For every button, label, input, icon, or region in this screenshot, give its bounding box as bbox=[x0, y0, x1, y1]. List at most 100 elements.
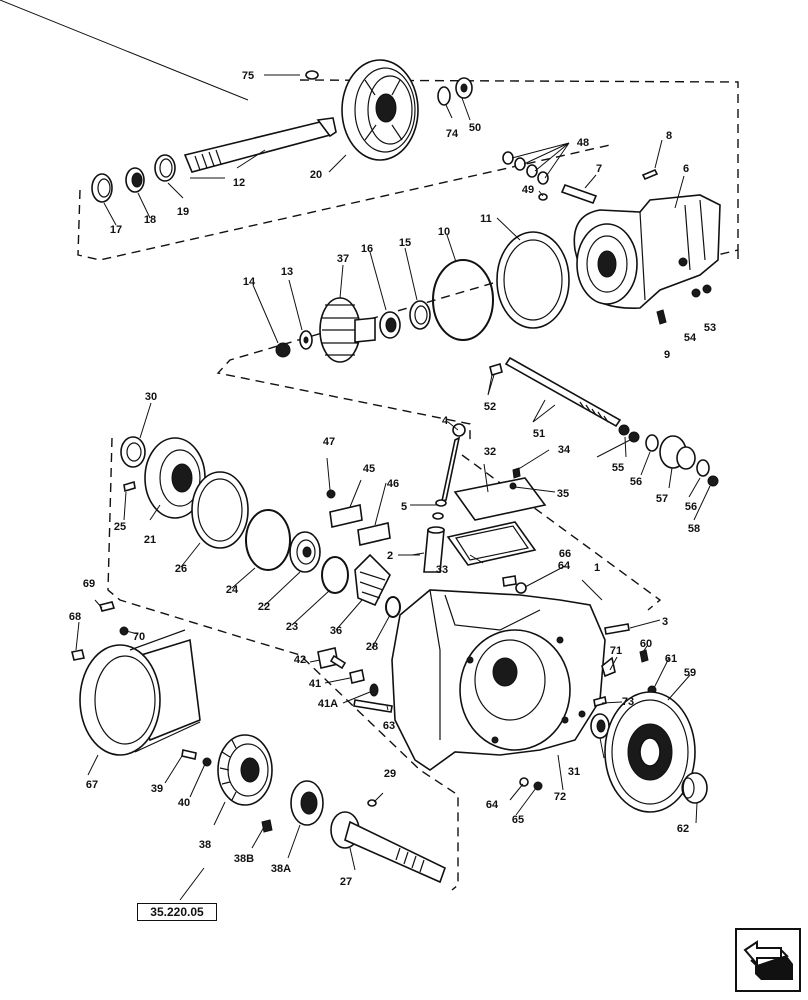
part-label-18: 18 bbox=[144, 214, 156, 226]
part-56-washer bbox=[645, 434, 659, 452]
part-64-washer-b bbox=[519, 777, 529, 787]
part-label-55: 55 bbox=[612, 462, 624, 474]
part-label-16: 16 bbox=[361, 243, 373, 255]
part-24-o-ring bbox=[245, 509, 291, 571]
part-63-bolt bbox=[353, 699, 393, 713]
part-60-bolt bbox=[639, 649, 649, 663]
part-label-74: 74 bbox=[446, 128, 459, 140]
part-5-o-ring-a bbox=[435, 499, 447, 507]
part-39-bolt bbox=[181, 749, 197, 760]
part-1-transmission-case bbox=[391, 589, 606, 771]
part-9-bolt bbox=[656, 309, 667, 325]
part-label-38b: 38B bbox=[234, 853, 254, 865]
part-38-gear bbox=[217, 734, 273, 806]
part-label-2: 2 bbox=[387, 550, 393, 562]
part-label-49: 49 bbox=[522, 184, 534, 196]
part-41a-o-ring bbox=[369, 683, 379, 697]
part-label-62: 62 bbox=[677, 823, 689, 835]
part-label-72: 72 bbox=[554, 791, 566, 803]
part-label-57: 57 bbox=[656, 493, 668, 505]
part-64-washer bbox=[515, 582, 527, 594]
part-41-fitting bbox=[349, 669, 365, 684]
part-8-bolt bbox=[641, 168, 659, 181]
part-47-bolt bbox=[326, 489, 336, 499]
part-66-bolt bbox=[502, 575, 517, 587]
part-55-nut-a bbox=[618, 424, 630, 436]
part-label-29: 29 bbox=[384, 768, 396, 780]
part-68-bolt bbox=[71, 649, 85, 661]
part-label-66: 66 bbox=[559, 548, 571, 560]
part-4-dipstick bbox=[440, 423, 466, 503]
part-label-68: 68 bbox=[69, 611, 81, 623]
part-27-shaft bbox=[330, 811, 446, 884]
part-label-23: 23 bbox=[286, 621, 298, 633]
part-59-clutch-disc bbox=[604, 691, 696, 813]
upper-group-boundary bbox=[77, 79, 739, 440]
part-label-14: 14 bbox=[243, 276, 256, 288]
part-38b-bolt bbox=[261, 819, 273, 833]
part-58-nut bbox=[707, 475, 719, 487]
part-label-65: 65 bbox=[512, 814, 524, 826]
part-53-nut bbox=[702, 284, 712, 294]
part-label-50: 50 bbox=[469, 122, 481, 134]
part-label-42: 42 bbox=[294, 654, 306, 666]
arrow-left-icon bbox=[743, 940, 793, 980]
part-label-38a: 38A bbox=[271, 863, 291, 875]
part-label-1: 1 bbox=[594, 562, 600, 574]
part-label-13: 13 bbox=[281, 266, 293, 278]
part-label-61: 61 bbox=[665, 653, 677, 665]
part-75-key bbox=[305, 70, 319, 80]
part-label-67: 67 bbox=[86, 779, 98, 791]
part-42-fitting bbox=[317, 647, 347, 670]
part-number-labels: 1234567891011121314151617181920212223242… bbox=[69, 70, 716, 888]
part-label-34: 34 bbox=[558, 444, 571, 456]
part-label-38: 38 bbox=[199, 839, 211, 851]
part-label-21: 21 bbox=[144, 534, 156, 546]
part-label-3: 3 bbox=[662, 616, 668, 628]
part-label-75: 75 bbox=[242, 70, 254, 82]
part-label-33: 33 bbox=[436, 564, 448, 576]
part-69-bolt bbox=[98, 601, 116, 612]
part-label-9: 9 bbox=[664, 349, 670, 361]
part-11-gasket bbox=[496, 231, 570, 329]
part-12-shaft bbox=[183, 117, 337, 173]
part-3-pin bbox=[604, 623, 630, 635]
part-label-46: 46 bbox=[387, 478, 399, 490]
reference-link[interactable]: 35.220.05 bbox=[137, 903, 217, 921]
part-7-pin bbox=[560, 183, 598, 205]
part-18-bearing bbox=[125, 167, 145, 193]
previous-page-button[interactable] bbox=[735, 928, 801, 992]
part-label-54: 54 bbox=[684, 332, 697, 344]
part-label-20: 20 bbox=[310, 169, 322, 181]
part-label-8: 8 bbox=[666, 130, 672, 142]
part-label-64b: 64 bbox=[486, 799, 499, 811]
part-label-32: 32 bbox=[484, 446, 496, 458]
part-5-o-ring-b bbox=[432, 512, 444, 520]
part-74-washer bbox=[437, 86, 451, 106]
part-33-gasket bbox=[446, 521, 537, 566]
part-36-bevel-gear bbox=[354, 553, 391, 607]
part-label-58: 58 bbox=[688, 523, 700, 535]
part-label-28: 28 bbox=[366, 641, 378, 653]
part-label-70: 70 bbox=[133, 631, 145, 643]
part-label-4: 4 bbox=[442, 415, 449, 427]
part-label-19: 19 bbox=[177, 206, 189, 218]
part-label-41: 41 bbox=[309, 678, 321, 690]
part-6-housing bbox=[573, 194, 721, 309]
part-label-10: 10 bbox=[438, 226, 450, 238]
part-label-7: 7 bbox=[596, 163, 602, 175]
part-30-seal bbox=[120, 436, 146, 468]
part-52-bolt bbox=[489, 362, 503, 377]
part-label-69: 69 bbox=[83, 578, 95, 590]
part-label-31: 31 bbox=[568, 766, 580, 778]
part-48-washers bbox=[502, 151, 549, 185]
part-label-47: 47 bbox=[323, 436, 335, 448]
part-label-52: 52 bbox=[484, 401, 496, 413]
part-label-59: 59 bbox=[684, 667, 696, 679]
part-21-cover bbox=[144, 437, 206, 519]
part-label-40: 40 bbox=[178, 797, 190, 809]
part-17-seal bbox=[91, 173, 113, 203]
part-2-tube-top bbox=[427, 526, 445, 534]
part-37-bevel-gear bbox=[319, 297, 376, 363]
